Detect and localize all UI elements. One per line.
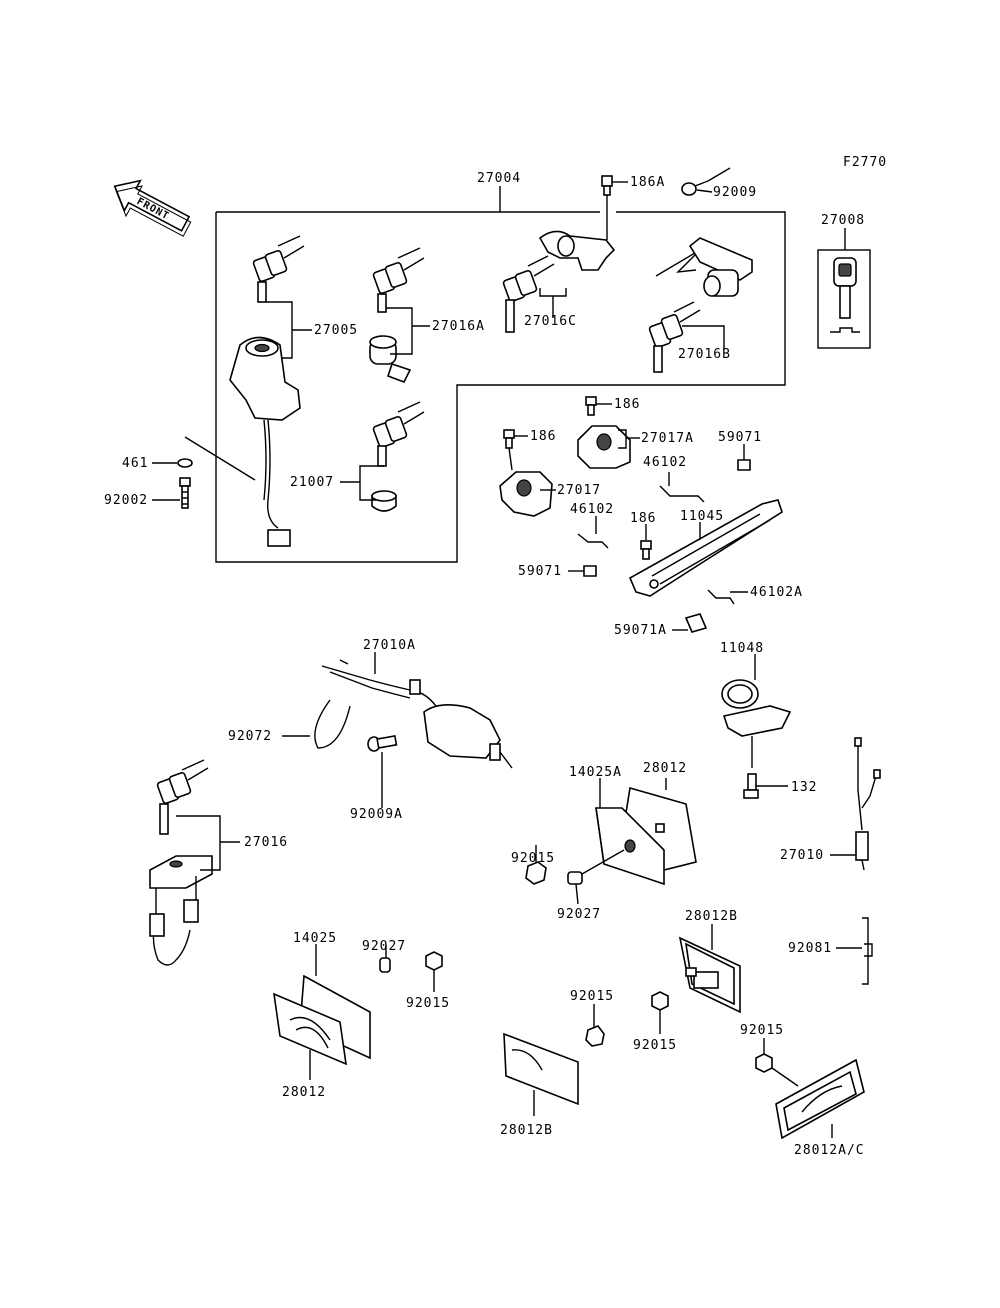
callout-27016a: 27016A	[432, 319, 485, 334]
sensor-27010	[854, 737, 881, 871]
nut-92015-e	[755, 1053, 773, 1073]
callout-27008: 27008	[821, 213, 865, 228]
switch-27010a	[321, 659, 513, 769]
callout-27016b: 27016B	[678, 347, 731, 362]
reflector-28012b-top	[678, 936, 741, 1014]
callout-14025a: 14025A	[569, 765, 622, 780]
keys-27016a	[369, 247, 425, 384]
bracket-11048	[721, 679, 792, 737]
stay-11045	[628, 499, 783, 597]
callout-59071a: 59071A	[614, 623, 667, 638]
link-46102-top	[659, 485, 705, 503]
screw-92009	[681, 167, 731, 196]
callout-92081: 92081	[788, 941, 832, 956]
callout-92009a: 92009A	[350, 807, 403, 822]
reflector-28012b-low	[503, 1032, 579, 1106]
nut-92015-d	[651, 991, 669, 1011]
keys-27016b	[648, 237, 753, 373]
band-92072	[314, 699, 351, 749]
callout-11045: 11045	[680, 509, 724, 524]
callout-92015-e: 92015	[740, 1023, 784, 1038]
clamp-27017	[499, 471, 553, 517]
callout-59071-low: 59071	[518, 564, 562, 579]
callout-14025: 14025	[293, 931, 337, 946]
callout-46102-top: 46102	[643, 455, 687, 470]
callout-92009: 92009	[713, 185, 757, 200]
bolt-132	[743, 773, 759, 799]
bolt-186a	[601, 175, 628, 240]
nut-92015-c	[585, 1025, 605, 1047]
link-46102a	[707, 589, 735, 605]
callout-11048: 11048	[720, 641, 764, 656]
nut-92015-b	[425, 951, 443, 971]
callout-27010a: 27010A	[363, 638, 416, 653]
callout-461: 461	[122, 456, 148, 471]
bolt-92002	[179, 477, 191, 509]
callout-92002: 92002	[104, 493, 148, 508]
bolt-186-low	[640, 540, 652, 560]
callout-27017a: 27017A	[641, 431, 694, 446]
bolt-186-mid	[503, 429, 515, 449]
callout-28012-mid: 28012	[643, 761, 687, 776]
clip-59071a	[684, 613, 708, 633]
clip-59071-low	[583, 565, 597, 577]
spacer-92027-b	[379, 957, 391, 973]
washer-461	[177, 458, 193, 468]
callout-186-low: 186	[630, 511, 656, 526]
callout-27010: 27010	[780, 848, 824, 863]
callout-59071-top: 59071	[718, 430, 762, 445]
callout-92072: 92072	[228, 729, 272, 744]
callout-28012ac: 28012A/C	[794, 1143, 865, 1158]
callout-132: 132	[791, 780, 817, 795]
clip-92081	[862, 917, 873, 985]
ignition-switch	[229, 336, 301, 547]
keys-21007	[371, 401, 425, 512]
screw-92009a	[367, 735, 398, 752]
callout-28012b-top: 28012B	[685, 909, 738, 924]
callout-92027-b: 92027	[362, 939, 406, 954]
figure-code: F2770	[843, 155, 887, 170]
spacer-92027-a	[567, 871, 583, 885]
callout-46102a: 46102A	[750, 585, 803, 600]
keys-27016c	[502, 230, 616, 333]
reflector-assembly-14025	[273, 974, 371, 1066]
callout-28012-low: 28012	[282, 1085, 326, 1100]
callout-92015-a: 92015	[511, 851, 555, 866]
callout-92027-a: 92027	[557, 907, 601, 922]
bolt-186-top	[585, 396, 597, 416]
callout-186a: 186A	[630, 175, 665, 190]
callout-186-top: 186	[614, 397, 640, 412]
link-46102-mid	[577, 533, 609, 549]
callout-27004: 27004	[477, 171, 521, 186]
callout-27016: 27016	[244, 835, 288, 850]
nut-92015-a	[525, 861, 547, 885]
clamp-27017a	[577, 425, 631, 469]
callout-92015-c: 92015	[570, 989, 614, 1004]
reflector-28012ac	[775, 1058, 865, 1140]
callout-46102-mid: 46102	[570, 502, 614, 517]
reflector-mount-14025a	[595, 786, 697, 886]
callout-27017: 27017	[557, 483, 601, 498]
callout-27005: 27005	[314, 323, 358, 338]
callout-28012b-low: 28012B	[500, 1123, 553, 1138]
key-tag-27008	[817, 228, 871, 349]
callout-92015-b: 92015	[406, 996, 450, 1011]
clip-59071-top	[737, 459, 751, 471]
callout-186-mid: 186	[530, 429, 556, 444]
callout-27016c: 27016C	[524, 314, 577, 329]
callout-92015-d: 92015	[633, 1038, 677, 1053]
keys-27005	[252, 235, 305, 303]
keys-27016	[149, 759, 213, 966]
callout-21007: 21007	[290, 475, 334, 490]
front-arrow-icon: FRONT	[113, 179, 192, 237]
